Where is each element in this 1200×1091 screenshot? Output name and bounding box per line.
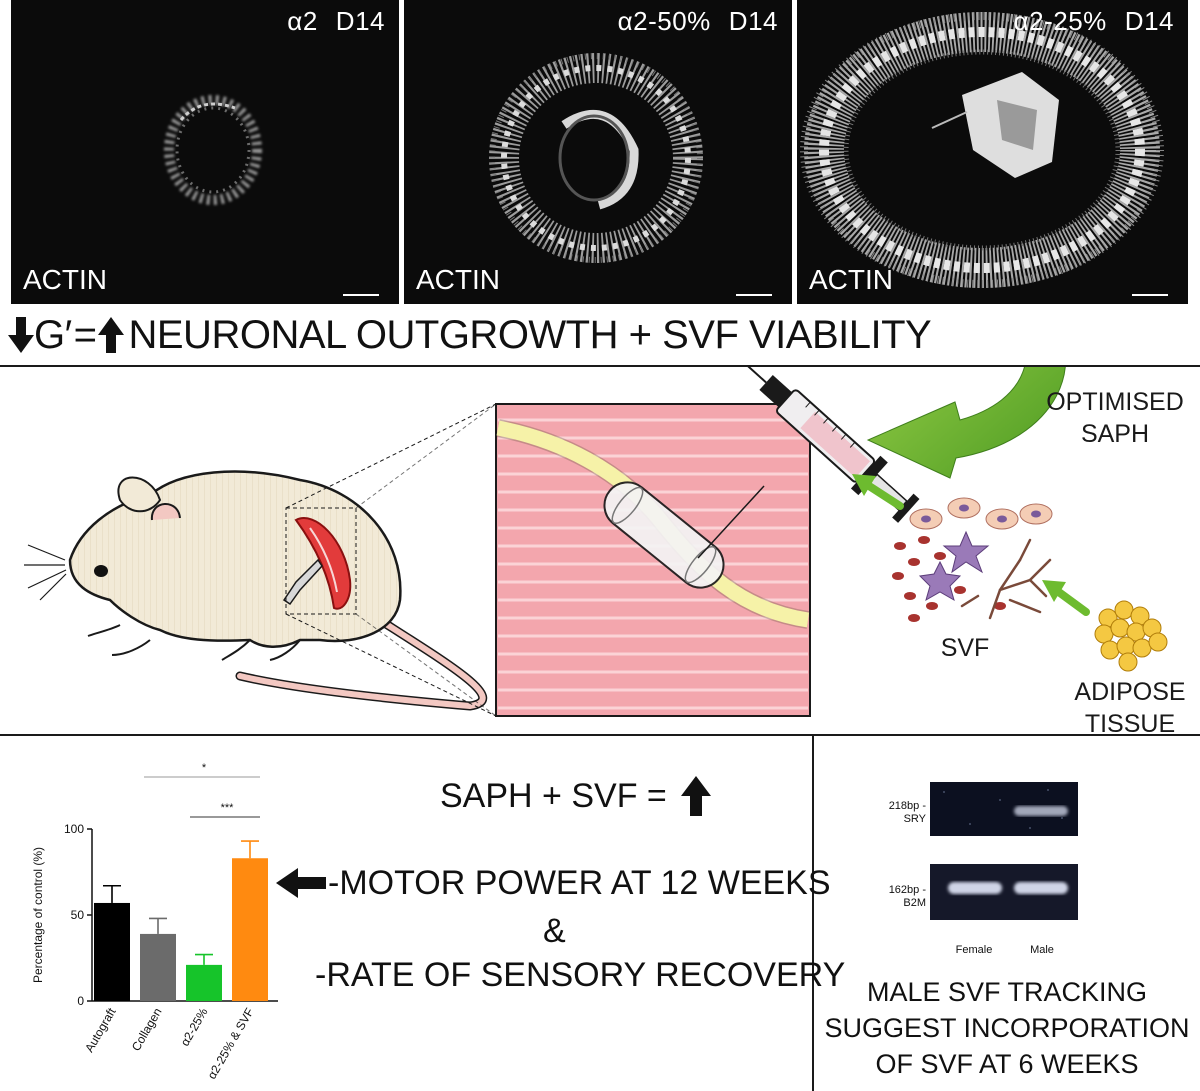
micrograph-panel-a2-25: α2-25%D14 ACTIN [797, 0, 1188, 304]
condition-label: α2-50%D14 [617, 6, 778, 36]
y-tick-label: 100 [64, 822, 84, 836]
equation-text: SAPH + SVF = [440, 776, 667, 815]
bar [186, 964, 222, 1001]
chart-significance: **** [144, 762, 260, 818]
gel-image [930, 782, 1078, 920]
gel-lane-male: Male [1030, 944, 1054, 956]
mouse-illustration [24, 403, 497, 717]
sensory-recovery-text: -RATE OF SENSORY RECOVERY [315, 956, 846, 994]
adipose-tissue-label: ADIPOSE TISSUE [1074, 678, 1186, 738]
divider-top [0, 365, 1200, 367]
nerve-repair-inset [495, 403, 811, 717]
optimised-saph-label: OPTIMISED SAPH [1046, 388, 1184, 448]
ampersand: & [543, 912, 566, 950]
actin-ring-image [164, 95, 262, 205]
stain-label: ACTIN [23, 264, 107, 295]
divider-bottom [0, 734, 1200, 736]
x-tick-label: Autograft [82, 1005, 119, 1055]
down-arrow-icon [8, 317, 34, 353]
y-tick-label: 50 [71, 908, 85, 922]
y-tick-label: 0 [77, 994, 84, 1008]
chart-bars [94, 840, 268, 1001]
actin-ring-image [800, 12, 1164, 288]
actin-ring-image [489, 53, 703, 263]
y-axis-label: Percentage of control (%) [31, 847, 45, 983]
scale-bar [736, 294, 772, 296]
x-tick-label: Collagen [129, 1006, 165, 1054]
gel-lane-female: Female [955, 944, 993, 956]
equation-row: SAPH + SVF = [440, 774, 711, 818]
equals-sign: = [73, 312, 97, 357]
svf-tracking-text: MALE SVF TRACKING SUGGEST INCORPORATION … [824, 977, 1190, 1079]
bar [94, 902, 130, 1001]
gel-row-label-sry: 218bp - SRY [888, 800, 926, 825]
motor-power-text: -MOTOR POWER AT 12 WEEKS [328, 864, 831, 902]
chart-labels: Autograft Collagen α2-25%α2-25% & SVF [82, 1005, 256, 1082]
stain-label: ACTIN [809, 264, 893, 295]
headline: G′ = NEURONAL OUTGROWTH + SVF VIABILITY [8, 312, 932, 358]
scale-bar [343, 294, 379, 296]
up-arrow-icon [98, 317, 125, 353]
green-arrow-svf [852, 474, 904, 510]
g-prime-symbol: G′ [34, 312, 72, 357]
left-arrow-icon [276, 868, 326, 898]
micrograph-panel-a2-50: α2-50%D14 ACTIN [404, 0, 792, 304]
green-curved-arrow [866, 367, 1066, 479]
svf-cell-cluster [892, 497, 1053, 622]
condition-label: α2-25%D14 [1013, 6, 1174, 36]
adipose-cells [1094, 600, 1168, 672]
bar [140, 933, 176, 1001]
headline-text: NEURONAL OUTGROWTH + SVF VIABILITY [128, 312, 932, 357]
up-arrow-icon [680, 776, 711, 816]
stain-label: ACTIN [416, 264, 500, 295]
significance-label: *** [221, 802, 235, 814]
x-tick-label: α2-25% & SVF [205, 1006, 257, 1082]
green-arrow-adipose [1042, 580, 1090, 616]
scale-bar [1132, 294, 1168, 296]
schematic [24, 367, 1168, 717]
significance-label: * [202, 762, 207, 774]
x-tick-label: α2-25% [178, 1005, 211, 1048]
divider-vertical [812, 736, 814, 1091]
gel-row-label-b2m: 162bp - B2M [888, 884, 926, 909]
bar [232, 858, 268, 1001]
svf-label: SVF [940, 634, 990, 662]
